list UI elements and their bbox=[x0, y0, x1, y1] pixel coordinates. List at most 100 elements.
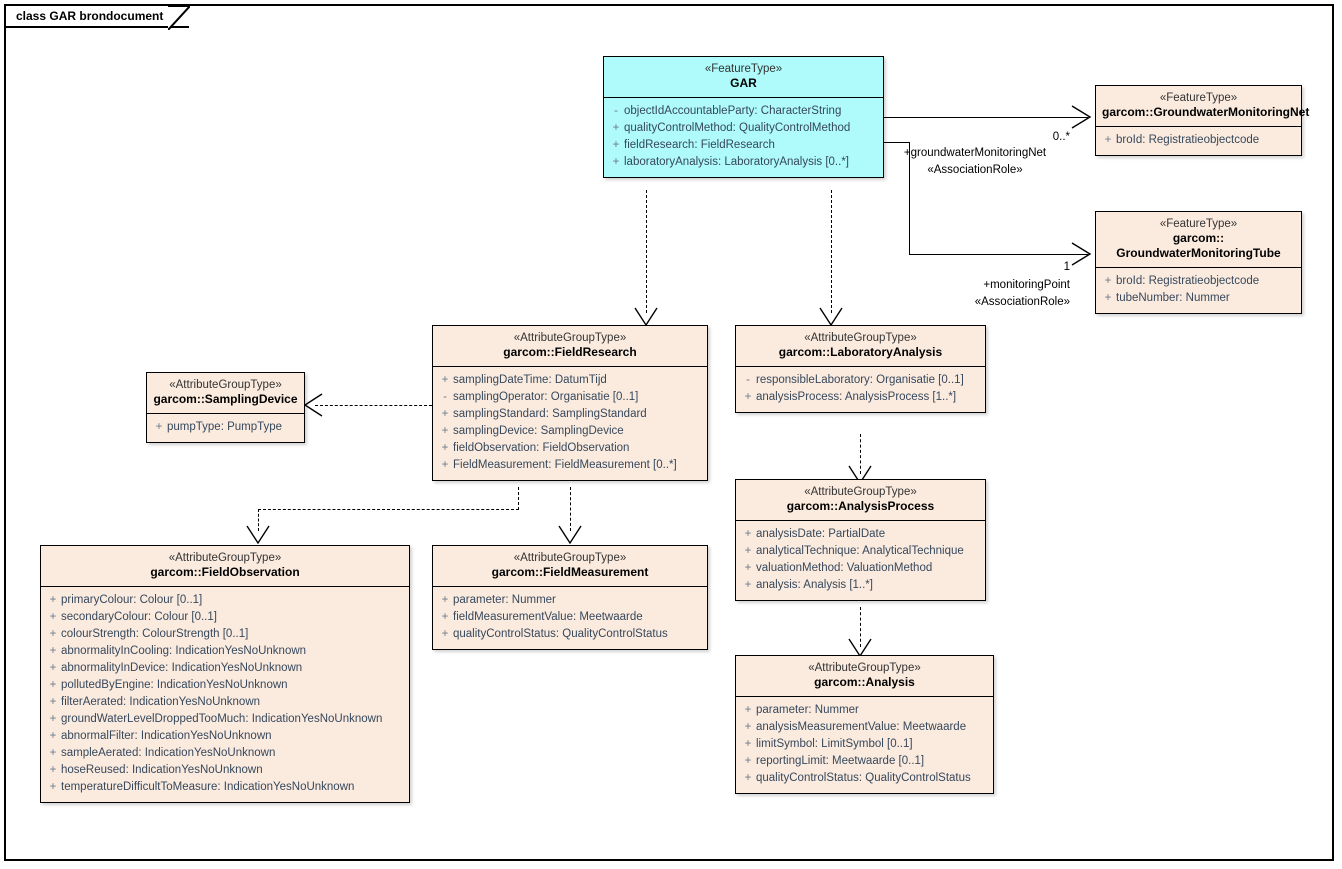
visibility-marker: + bbox=[1104, 134, 1112, 147]
attribute-row: + fieldObservation: FieldObservation bbox=[437, 440, 703, 457]
visibility-marker: + bbox=[1104, 292, 1112, 305]
attribute-row: + samplingDateTime: DatumTijd bbox=[437, 372, 703, 389]
visibility-marker: + bbox=[49, 747, 57, 760]
visibility-marker: + bbox=[441, 459, 449, 472]
visibility-marker: + bbox=[49, 781, 57, 794]
class-field-measurement-name: garcom::FieldMeasurement bbox=[491, 565, 649, 580]
class-gar-attributes: - objectIdAccountableParty: CharacterStr… bbox=[604, 98, 883, 177]
class-field-measurement[interactable]: «AttributeGroupType» garcom::FieldMeasur… bbox=[432, 545, 708, 651]
attribute-text: tubeNumber: Nummer bbox=[1116, 292, 1230, 305]
attribute-row: - responsibleLaboratory: Organisatie [0.… bbox=[740, 372, 981, 389]
attribute-row: + pumpType: PumpType bbox=[151, 419, 300, 436]
class-laboratory-analysis[interactable]: «AttributeGroupType» garcom::LaboratoryA… bbox=[735, 325, 986, 414]
visibility-marker: + bbox=[744, 528, 752, 541]
attribute-row: + samplingStandard: SamplingStandard bbox=[437, 406, 703, 423]
attribute-row: + sampleAerated: IndicationYesNoUnknown bbox=[45, 745, 405, 762]
attribute-text: responsibleLaboratory: Organisatie [0..1… bbox=[756, 374, 964, 387]
attribute-row: + abnormalityInDevice: IndicationYesNoUn… bbox=[45, 660, 405, 677]
diagram-title-tab: class GAR brondocument bbox=[4, 4, 191, 30]
attribute-text: limitSymbol: LimitSymbol [0..1] bbox=[756, 738, 913, 751]
attribute-row: + analysis: Analysis [1..*] bbox=[740, 577, 981, 594]
class-laboratory-analysis-name: garcom::LaboratoryAnalysis bbox=[778, 345, 943, 360]
attribute-row: + qualityControlStatus: QualityControlSt… bbox=[740, 770, 989, 787]
class-groundwater-monitoring-tube-name-line2: GroundwaterMonitoringTube bbox=[1116, 246, 1281, 261]
dep-arrowhead-fieldmeasurement bbox=[558, 525, 582, 545]
attribute-text: fieldResearch: FieldResearch bbox=[624, 139, 775, 152]
visibility-marker: + bbox=[612, 122, 620, 135]
attribute-text: fieldMeasurementValue: Meetwaarde bbox=[453, 611, 643, 624]
attribute-text: parameter: Nummer bbox=[756, 704, 859, 717]
attribute-row: + filterAerated: IndicationYesNoUnknown bbox=[45, 694, 405, 711]
class-groundwater-monitoring-net[interactable]: «FeatureType» garcom::GroundwaterMonitor… bbox=[1095, 85, 1310, 157]
class-analysis[interactable]: «AttributeGroupType» garcom::Analysis + … bbox=[735, 655, 994, 795]
attribute-text: samplingStandard: SamplingStandard bbox=[453, 408, 647, 421]
visibility-marker: + bbox=[744, 738, 752, 751]
class-field-research-name: garcom::FieldResearch bbox=[503, 345, 637, 360]
attribute-text: pollutedByEngine: IndicationYesNoUnknown bbox=[61, 679, 288, 692]
class-analysis-name: garcom::Analysis bbox=[814, 675, 915, 690]
attribute-row: + analysisDate: PartialDate bbox=[740, 526, 981, 543]
attribute-row: + abnormalityInCooling: IndicationYesNoU… bbox=[45, 643, 405, 660]
attribute-row: + analysisMeasurementValue: Meetwaarde bbox=[740, 719, 989, 736]
class-analysis-process-attributes: + analysisDate: PartialDate + analytical… bbox=[736, 521, 985, 600]
class-sampling-device[interactable]: «AttributeGroupType» garcom::SamplingDev… bbox=[146, 372, 305, 444]
attribute-row: - objectIdAccountableParty: CharacterStr… bbox=[608, 103, 879, 120]
class-groundwater-monitoring-tube-attributes: + broId: Registratieobjectcode + tubeNum… bbox=[1096, 268, 1301, 313]
attribute-row: + broId: Registratieobjectcode bbox=[1100, 132, 1297, 149]
attribute-row: + colourStrength: ColourStrength [0..1] bbox=[45, 626, 405, 643]
class-sampling-device-name: garcom::SamplingDevice bbox=[153, 392, 298, 407]
class-groundwater-monitoring-tube[interactable]: «FeatureType» garcom:: GroundwaterMonito… bbox=[1095, 211, 1302, 315]
class-groundwater-monitoring-net-attributes: + broId: Registratieobjectcode bbox=[1096, 127, 1301, 155]
class-field-research[interactable]: «AttributeGroupType» garcom::FieldResear… bbox=[432, 325, 708, 482]
class-gar-header: «FeatureType» GAR bbox=[604, 57, 883, 99]
attribute-row: + secondaryColour: Colour [0..1] bbox=[45, 609, 405, 626]
dep-line-fieldresearch-samplingdevice bbox=[315, 405, 432, 406]
visibility-marker: + bbox=[49, 594, 57, 607]
attribute-text: laboratoryAnalysis: LaboratoryAnalysis [… bbox=[624, 156, 849, 169]
attribute-text: samplingDateTime: DatumTijd bbox=[453, 374, 607, 387]
assoc-arrowhead-monitoring-net bbox=[1071, 105, 1092, 129]
class-gar[interactable]: «FeatureType» GAR - objectIdAccountableP… bbox=[603, 56, 884, 179]
visibility-marker: - bbox=[443, 391, 447, 404]
class-groundwater-monitoring-net-name: garcom::GroundwaterMonitoringNet bbox=[1102, 105, 1310, 120]
attribute-row: + primaryColour: Colour [0..1] bbox=[45, 592, 405, 609]
visibility-marker: + bbox=[441, 408, 449, 421]
attribute-row: + analysisProcess: AnalysisProcess [1..*… bbox=[740, 389, 981, 406]
class-analysis-header: «AttributeGroupType» garcom::Analysis bbox=[736, 656, 993, 698]
assoc-stereotype-monitoring-net: «AssociationRole» bbox=[927, 164, 1023, 176]
attribute-text: temperatureDifficultToMeasure: Indicatio… bbox=[61, 781, 355, 794]
attribute-row: + qualityControlStatus: QualityControlSt… bbox=[437, 626, 703, 643]
visibility-marker: + bbox=[49, 764, 57, 777]
class-sampling-device-header: «AttributeGroupType» garcom::SamplingDev… bbox=[147, 373, 304, 415]
attribute-row: + FieldMeasurement: FieldMeasurement [0.… bbox=[437, 457, 703, 474]
attribute-text: hoseReused: IndicationYesNoUnknown bbox=[61, 764, 263, 777]
class-analysis-process[interactable]: «AttributeGroupType» garcom::AnalysisPro… bbox=[735, 479, 986, 602]
attribute-text: qualityControlStatus: QualityControlStat… bbox=[453, 628, 668, 641]
attribute-row: + valuationMethod: ValuationMethod bbox=[740, 560, 981, 577]
class-gar-name: GAR bbox=[730, 76, 757, 91]
class-groundwater-monitoring-tube-header: «FeatureType» garcom:: GroundwaterMonito… bbox=[1096, 212, 1301, 269]
visibility-marker: + bbox=[441, 611, 449, 624]
class-field-measurement-attributes: + parameter: Nummer + fieldMeasurementVa… bbox=[433, 587, 707, 649]
visibility-marker: + bbox=[441, 442, 449, 455]
attribute-text: abnormalityInDevice: IndicationYesNoUnkn… bbox=[61, 662, 303, 675]
class-groundwater-monitoring-net-header: «FeatureType» garcom::GroundwaterMonitor… bbox=[1096, 86, 1310, 128]
attribute-text: samplingDevice: SamplingDevice bbox=[453, 425, 624, 438]
dep-line-analysis bbox=[860, 607, 861, 647]
attribute-row: + fieldResearch: FieldResearch bbox=[608, 137, 879, 154]
tab-slant-shape bbox=[168, 6, 191, 30]
dep-arrowhead-fieldobservation bbox=[246, 525, 270, 545]
attribute-text: objectIdAccountableParty: CharacterStrin… bbox=[624, 105, 842, 118]
class-laboratory-analysis-stereotype: «AttributeGroupType» bbox=[804, 332, 917, 344]
assoc-stereotype-monitoring-point: «AssociationRole» bbox=[974, 296, 1070, 308]
attribute-text: broId: Registratieobjectcode bbox=[1116, 275, 1260, 288]
dep-line-fieldobservation-seg2 bbox=[258, 509, 519, 510]
attribute-text: valuationMethod: ValuationMethod bbox=[756, 562, 933, 575]
dep-line-analysisprocess bbox=[860, 434, 861, 474]
visibility-marker: + bbox=[612, 139, 620, 152]
class-field-observation[interactable]: «AttributeGroupType» garcom::FieldObserv… bbox=[40, 545, 410, 804]
class-field-observation-attributes: + primaryColour: Colour [0..1] + seconda… bbox=[41, 587, 409, 802]
attribute-text: fieldObservation: FieldObservation bbox=[453, 442, 630, 455]
class-analysis-process-name: garcom::AnalysisProcess bbox=[786, 499, 935, 514]
